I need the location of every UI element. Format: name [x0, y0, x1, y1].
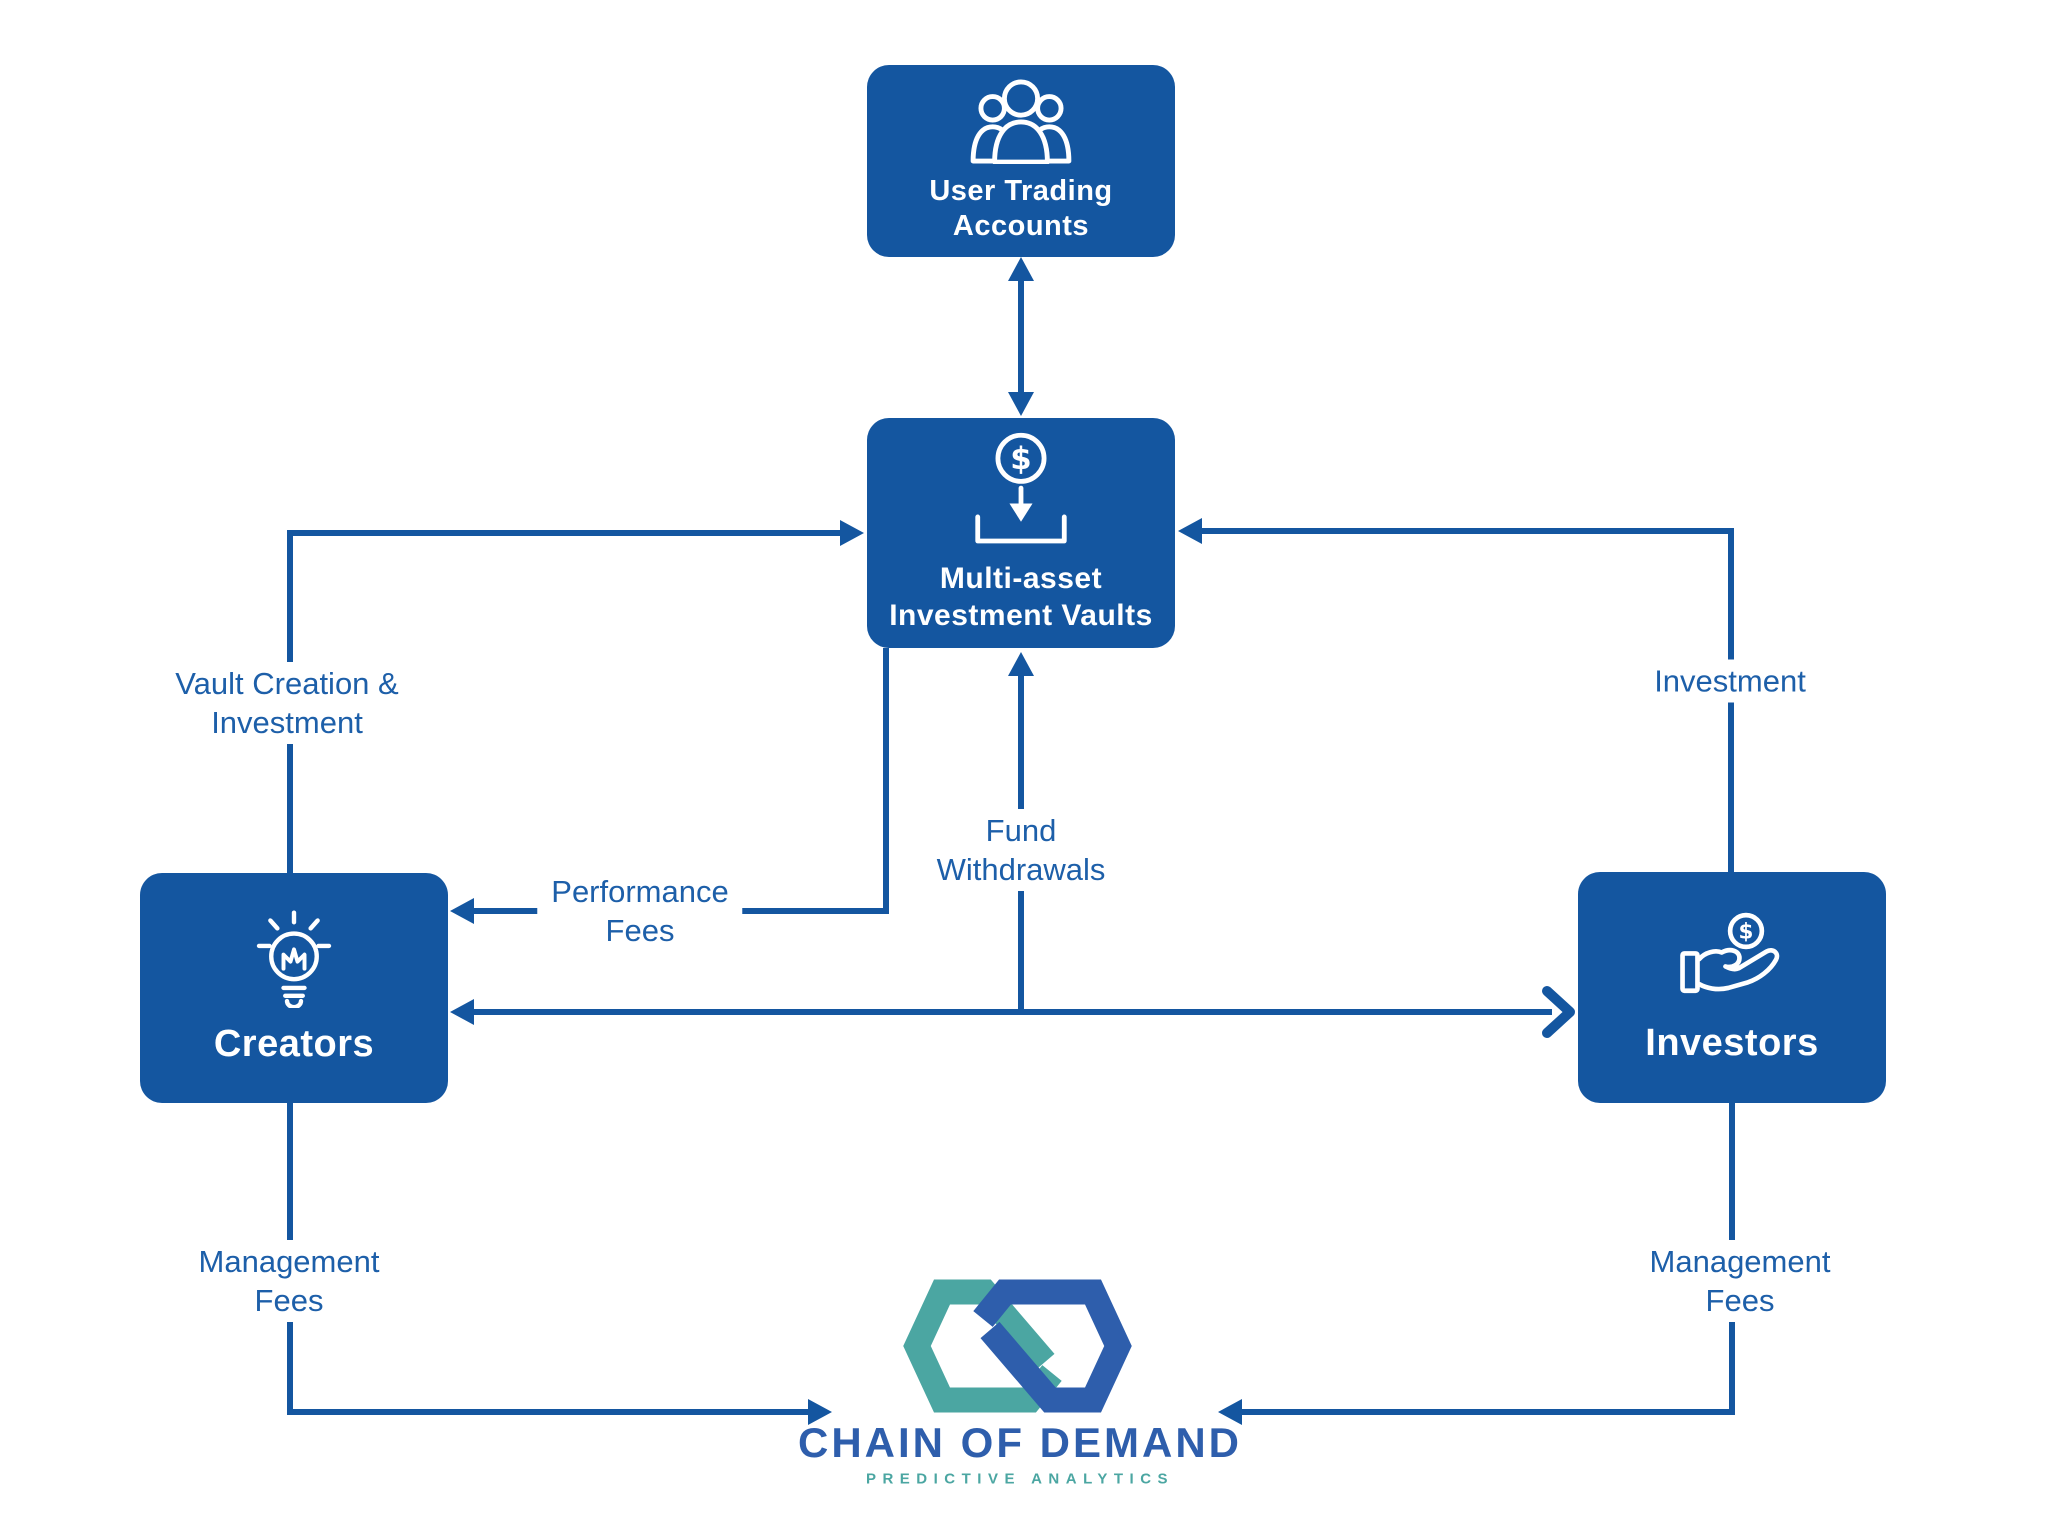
edge-label-management-fees-left: Management Fees [184, 1240, 394, 1322]
node-label: Creators [213, 1023, 375, 1065]
arrow-left-icon [450, 999, 474, 1025]
node-user-trading-accounts: User Trading Accounts [867, 65, 1175, 257]
node-creators: Creators [140, 873, 448, 1103]
logo-wordmark: CHAIN OF DEMAND [798, 1419, 1242, 1466]
users-group-icon [970, 79, 1072, 164]
edge-management-fees-right [1218, 1103, 1735, 1425]
arrow-right-icon [808, 1399, 832, 1425]
svg-text:$: $ [1010, 441, 1031, 477]
arrow-right-icon [1542, 986, 1575, 1038]
chain-of-demand-logo-icon [903, 1279, 1132, 1413]
arrow-left-icon [1218, 1399, 1242, 1425]
svg-text:$: $ [1739, 919, 1754, 944]
node-label: User Trading Accounts [929, 175, 1113, 242]
node-label: Investors [1645, 1021, 1819, 1064]
edge-vault-creation [287, 520, 864, 873]
edge-label-vault-creation: Vault Creation & Investment [161, 662, 413, 744]
edge-investment [1178, 518, 1734, 872]
logo-tagline: PREDICTIVE ANALYTICS [865, 1470, 1175, 1488]
edge-management-fees-left [287, 1103, 832, 1425]
arrow-up-icon [1008, 257, 1034, 281]
edge-label-fund-withdrawals: Fund Withdrawals [922, 809, 1120, 891]
arrow-down-icon [1008, 392, 1034, 416]
node-investors: $ Investors [1578, 872, 1886, 1103]
edge-accounts-vaults [1008, 257, 1034, 416]
arrow-up-icon [1008, 652, 1034, 676]
lightbulb-icon [256, 910, 332, 1008]
coin-deposit-icon: $ [975, 432, 1067, 544]
node-label: Multi-asset Investment Vaults [889, 562, 1153, 632]
node-investment-vaults: $ Multi-asset Investment Vaults [867, 418, 1175, 648]
arrow-right-icon [840, 520, 864, 546]
edge-label-investment: Investment [1640, 659, 1820, 703]
arrow-left-icon [1178, 518, 1202, 544]
edge-label-management-fees-right: Management Fees [1635, 1240, 1845, 1322]
edge-creators-investors [450, 986, 1575, 1038]
arrow-left-icon [450, 898, 474, 924]
edge-label-performance-fees: Performance Fees [537, 870, 743, 952]
hand-coin-icon: $ [1680, 912, 1780, 993]
